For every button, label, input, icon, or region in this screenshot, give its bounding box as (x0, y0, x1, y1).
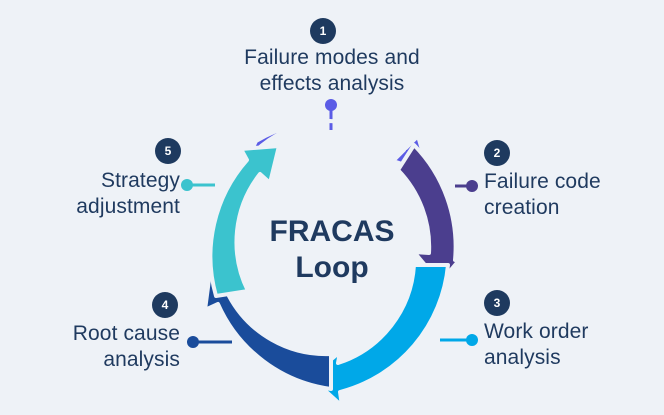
arrow-segment-3 (308, 263, 450, 408)
step-badge-3: 3 (484, 290, 510, 316)
arrow-segment-5 (208, 144, 281, 298)
connector-step-3 (440, 334, 478, 346)
step-label-1: Failure modes and effects analysis (244, 46, 420, 95)
arrow-segment-1 (245, 118, 431, 175)
center-title: FRACAS Loop (269, 215, 395, 284)
step-label-3: Work order analysis (484, 320, 589, 369)
step-badge-2: 2 (484, 140, 510, 166)
connector-step-5 (181, 179, 215, 191)
step-label-2: Failure code creation (484, 170, 601, 219)
step-badge-1: 1 (310, 18, 336, 44)
step-badge-5: 5 (155, 138, 181, 164)
step-label-5: Strategy adjustment (76, 169, 180, 218)
connector-step-4 (187, 336, 232, 348)
connector-step-2 (455, 180, 478, 192)
step-label-4: Root cause analysis (72, 322, 180, 371)
arrow-segment-2 (396, 143, 468, 285)
connector-step-1 (325, 99, 337, 130)
step-badge-4: 4 (152, 292, 178, 318)
